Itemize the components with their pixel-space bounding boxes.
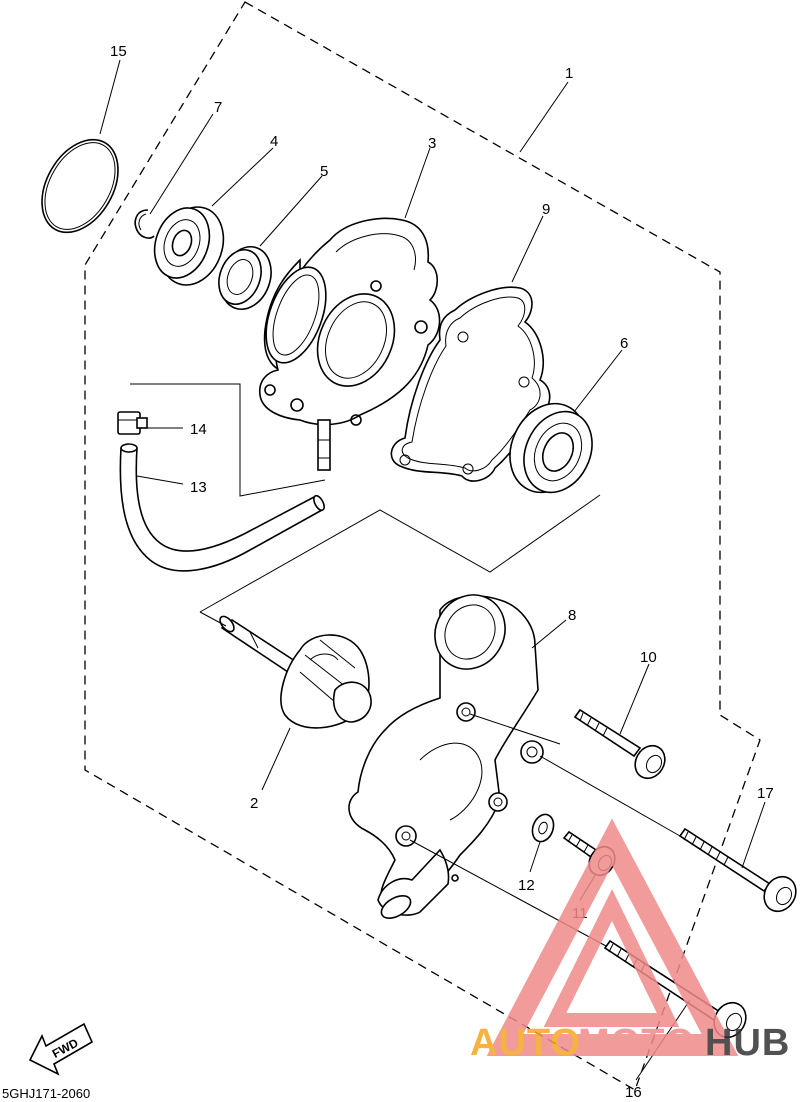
callout-1: 1 [565,65,573,82]
callout-12: 12 [518,877,535,894]
bolt-10[interactable] [573,708,671,784]
watermark-logo: AUTO MOTO HUB [470,818,790,1064]
callout-16: 16 [625,1084,642,1101]
callout-4: 4 [270,133,278,150]
clamp-14[interactable] [117,411,148,435]
callout-7: 7 [214,99,222,116]
callout-9: 9 [542,201,550,218]
callout-3: 3 [428,135,436,152]
washer-12[interactable] [529,811,557,844]
circlip-7[interactable] [134,209,155,239]
drawing-code: 5GHJ171-2060 [2,1086,90,1101]
callout-14: 14 [190,421,207,438]
assembly-boundary [84,1,761,1091]
impeller-shaft-2[interactable] [217,614,372,729]
watermark-text-moto: MOTO [578,1022,695,1064]
gasket-9[interactable] [390,286,551,482]
leader-lines [99,59,766,1081]
callout-8: 8 [568,607,576,624]
housing-cover-3[interactable] [254,217,441,471]
oil-seal-5[interactable] [212,240,280,317]
watermark-text-auto: AUTO [470,1022,581,1064]
bearing-4[interactable] [145,198,234,294]
fwd-arrow-icon: FWD [28,1022,94,1076]
callout-2: 2 [250,795,258,812]
callout-13: 13 [190,479,207,496]
watermark-text-hub: HUB [705,1022,790,1064]
watermark-triangle [486,818,739,1056]
bolt-17[interactable] [678,827,800,917]
hose-13[interactable] [119,443,326,572]
callout-10: 10 [640,649,657,666]
pump-housing-8[interactable] [348,582,544,923]
callout-labels: 1 2 3 4 5 6 7 8 9 10 11 12 13 14 15 16 1… [110,43,774,1101]
alignment-lines [130,383,681,947]
o-ring-15[interactable] [26,126,133,246]
bearing-6[interactable] [496,391,605,505]
callout-17: 17 [757,785,774,802]
callout-5: 5 [320,163,328,180]
callout-6: 6 [620,335,628,352]
callout-15: 15 [110,43,127,60]
